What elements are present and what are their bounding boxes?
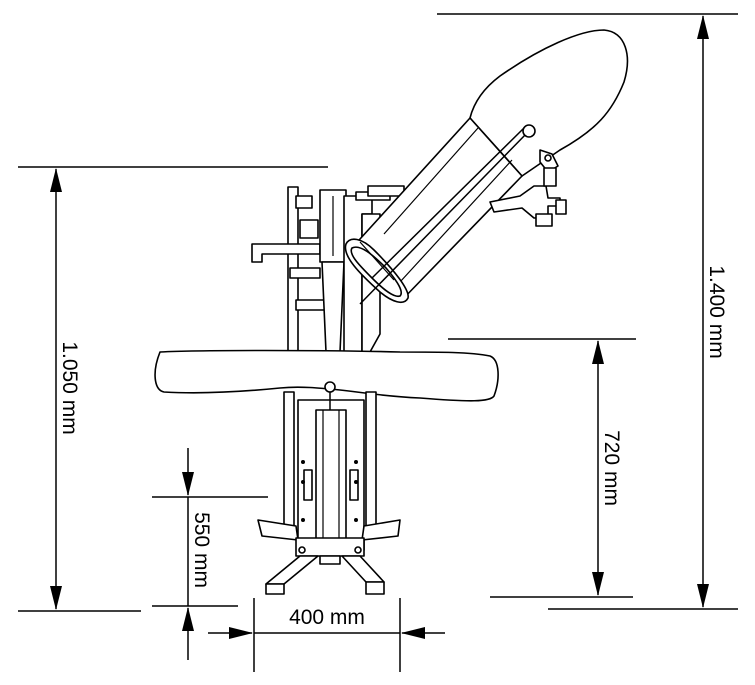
arm-height-label: 720 mm [600, 430, 623, 506]
dimension-base-height: 550 mm [152, 448, 268, 660]
dimension-base-width: 400 mm [208, 598, 445, 672]
seat [154, 349, 499, 402]
seat-height-total-label: 1.050 mm [58, 341, 81, 434]
overall-height-label: 1.400 mm [705, 265, 728, 358]
base-width-label: 400 mm [289, 606, 365, 629]
dimension-arm-height: 720 mm [448, 338, 636, 598]
dimension-overall-height: 1.400 mm [437, 13, 738, 610]
arm-bracket [489, 149, 567, 227]
dimension-seat-height-total: 1.050 mm [18, 166, 328, 612]
column-and-mechanism [283, 381, 377, 551]
star-base [257, 519, 401, 595]
arm-tube [344, 29, 629, 305]
base-height-label: 550 mm [190, 512, 213, 588]
